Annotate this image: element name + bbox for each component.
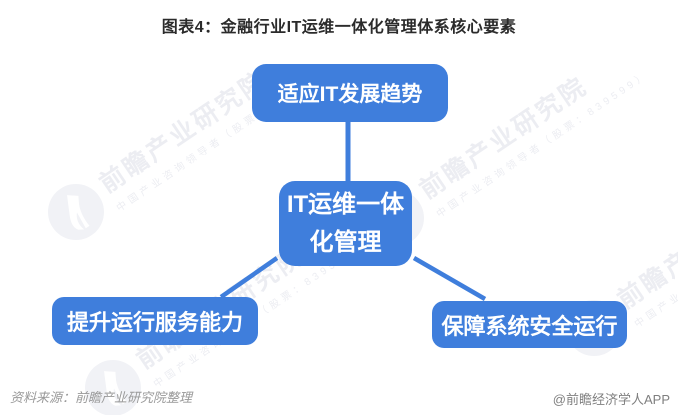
connector-bottom-left [219, 256, 279, 299]
node-it-ops-integrated-management: IT运维一体 化管理 [279, 181, 412, 266]
node-label: 适应IT发展趋势 [277, 83, 423, 106]
app-credit: @前瞻经济学人APP [552, 392, 670, 407]
figure-title: 图表4：金融行业IT运维一体化管理体系核心要素 [161, 19, 517, 36]
node-label-line1: IT运维一体 [286, 190, 405, 218]
node-label-line2: 化管理 [309, 228, 382, 256]
node-improve-service-capability: 提升运行服务能力 [52, 297, 258, 345]
node-label: 保障系统安全运行 [441, 313, 618, 339]
node-adapt-it-trends: 适应IT发展趋势 [252, 64, 448, 122]
source-note: 资料来源：前瞻产业研究院整理 [10, 390, 193, 405]
connector-bottom-right [412, 256, 487, 301]
node-ensure-system-security: 保障系统安全运行 [432, 301, 627, 348]
node-label: 提升运行服务能力 [66, 310, 243, 335]
